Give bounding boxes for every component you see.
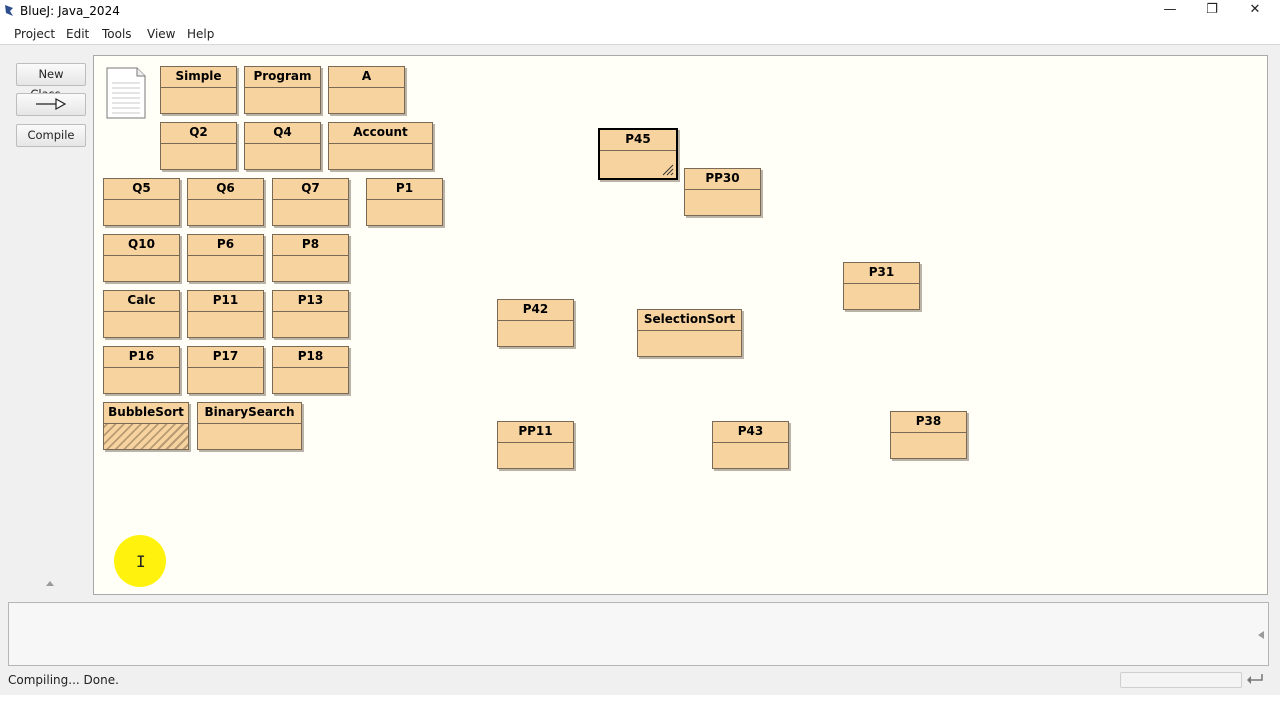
class-name: Q5 xyxy=(104,179,179,200)
class-box-p13[interactable]: P13 xyxy=(272,290,349,338)
cursor-highlight xyxy=(114,535,166,587)
class-box-p42[interactable]: P42 xyxy=(497,299,574,347)
text-cursor-icon: I xyxy=(136,552,146,571)
class-box-q2[interactable]: Q2 xyxy=(160,122,237,170)
menu-project[interactable]: Project xyxy=(14,27,56,41)
compile-button[interactable]: Compile xyxy=(16,124,86,147)
class-name: P18 xyxy=(273,347,348,368)
class-box-p8[interactable]: P8 xyxy=(272,234,349,282)
class-box-program[interactable]: Program xyxy=(244,66,321,114)
class-name: Q7 xyxy=(273,179,348,200)
class-box-p38[interactable]: P38 xyxy=(890,411,967,459)
menu-bar: Project Edit Tools View Help xyxy=(0,22,1280,44)
menu-help[interactable]: Help xyxy=(187,27,215,41)
class-name: Program xyxy=(245,67,320,88)
class-name: PP11 xyxy=(498,422,573,443)
class-name: Account xyxy=(329,123,432,144)
class-box-p1[interactable]: P1 xyxy=(366,178,443,226)
class-name: P17 xyxy=(188,347,263,368)
menu-edit[interactable]: Edit xyxy=(66,27,90,41)
class-box-p31[interactable]: P31 xyxy=(843,262,920,310)
class-box-p16[interactable]: P16 xyxy=(103,346,180,394)
class-box-pp11[interactable]: PP11 xyxy=(497,421,574,469)
class-box-bubblesort-uncompiled[interactable]: BubbleSort xyxy=(103,402,189,450)
menu-tools[interactable]: Tools xyxy=(102,27,132,41)
class-name: P8 xyxy=(273,235,348,256)
class-box-calc[interactable]: Calc xyxy=(103,290,180,338)
class-name: Simple xyxy=(161,67,236,88)
inherits-arrow-icon xyxy=(36,97,67,111)
class-diagram-canvas[interactable]: Simple Program A Q2 Q4 Account Q5 Q6 Q7 … xyxy=(93,55,1268,595)
class-box-q5[interactable]: Q5 xyxy=(103,178,180,226)
class-name: P13 xyxy=(273,291,348,312)
object-bench[interactable] xyxy=(8,602,1269,666)
close-button[interactable]: ✕ xyxy=(1249,2,1261,17)
reset-vm-icon[interactable] xyxy=(1247,671,1265,687)
class-box-q7[interactable]: Q7 xyxy=(272,178,349,226)
class-box-q4[interactable]: Q4 xyxy=(244,122,321,170)
class-name: Q10 xyxy=(104,235,179,256)
collapse-left-icon[interactable] xyxy=(1257,630,1265,640)
class-box-p45-selected[interactable]: P45 xyxy=(598,128,678,180)
class-name: Q4 xyxy=(245,123,320,144)
bluej-app-icon xyxy=(5,5,13,16)
new-inherits-arrow-button[interactable] xyxy=(16,93,86,116)
class-name: P31 xyxy=(844,263,919,284)
class-name: P1 xyxy=(367,179,442,200)
status-message: Compiling... Done. xyxy=(8,673,119,687)
class-box-p11[interactable]: P11 xyxy=(187,290,264,338)
class-name: P45 xyxy=(600,130,676,151)
class-box-account[interactable]: Account xyxy=(328,122,433,170)
class-name: SelectionSort xyxy=(638,310,741,331)
class-name: P6 xyxy=(188,235,263,256)
minimize-button[interactable]: — xyxy=(1163,2,1177,17)
class-name: P16 xyxy=(104,347,179,368)
class-box-q10[interactable]: Q10 xyxy=(103,234,180,282)
class-name: Calc xyxy=(104,291,179,312)
resize-handle-icon[interactable] xyxy=(662,164,674,176)
class-box-simple[interactable]: Simple xyxy=(160,66,237,114)
class-box-q6[interactable]: Q6 xyxy=(187,178,264,226)
class-name: PP30 xyxy=(685,169,760,190)
restore-button[interactable]: ❐ xyxy=(1206,2,1218,17)
class-name: BinarySearch xyxy=(198,403,301,424)
class-name: A xyxy=(329,67,404,88)
vm-progress-bar xyxy=(1120,672,1242,688)
class-name: Q2 xyxy=(161,123,236,144)
class-box-p6[interactable]: P6 xyxy=(187,234,264,282)
new-class-button[interactable]: New Class... xyxy=(16,63,86,101)
class-name: P38 xyxy=(891,412,966,433)
class-name: P11 xyxy=(188,291,263,312)
class-name: P43 xyxy=(713,422,788,443)
class-box-binarysearch[interactable]: BinarySearch xyxy=(197,402,302,450)
collapse-up-icon[interactable] xyxy=(45,579,55,587)
class-box-p43[interactable]: P43 xyxy=(712,421,789,469)
window-title: BlueJ: Java_2024 xyxy=(20,4,120,18)
title-bar: BlueJ: Java_2024 — ❐ ✕ xyxy=(0,0,1280,22)
class-box-a[interactable]: A xyxy=(328,66,405,114)
menu-view[interactable]: View xyxy=(147,27,176,41)
class-name: P42 xyxy=(498,300,573,321)
class-box-p17[interactable]: P17 xyxy=(187,346,264,394)
class-box-selectionsort[interactable]: SelectionSort xyxy=(637,309,742,357)
class-box-pp30[interactable]: PP30 xyxy=(684,168,761,216)
class-box-p18[interactable]: P18 xyxy=(272,346,349,394)
class-name: BubbleSort xyxy=(104,403,188,424)
class-name: Q6 xyxy=(188,179,263,200)
readme-document-icon[interactable] xyxy=(106,67,146,119)
